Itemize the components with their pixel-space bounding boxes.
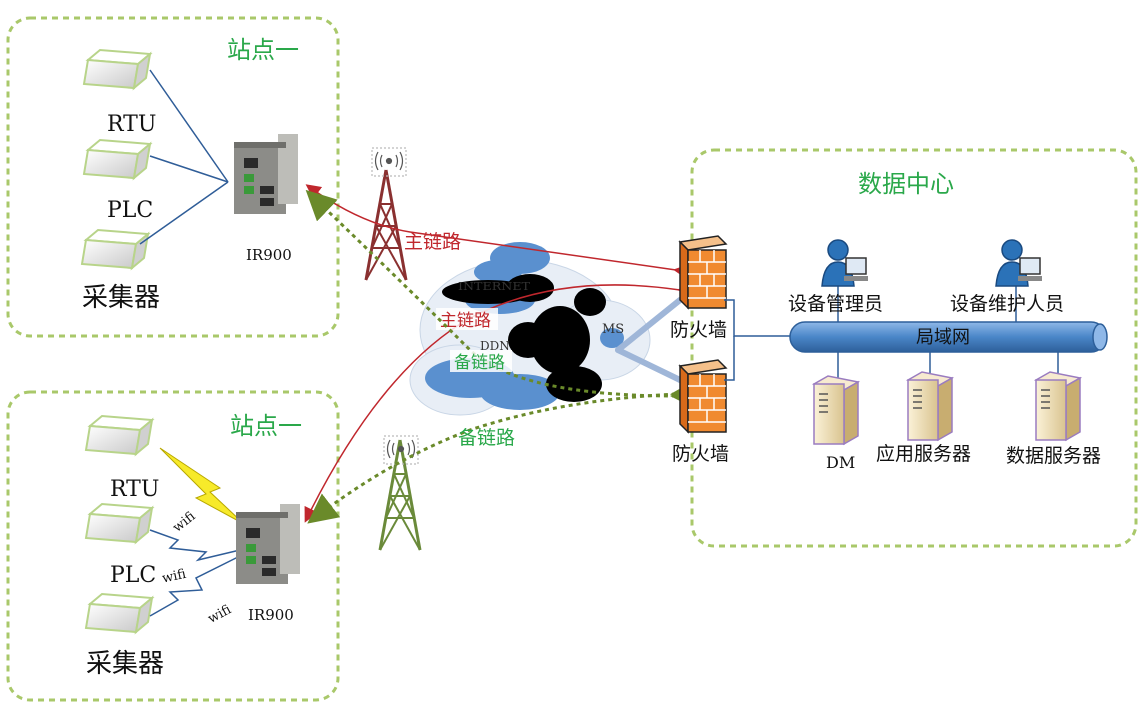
firewall-lan-wires — [724, 299, 792, 381]
firewall-bottom-label: 防火墙 — [672, 443, 729, 465]
site-top-collector-label: 采集器 — [82, 283, 160, 313]
cell-tower-primary-icon — [364, 168, 408, 282]
admin-user-icon — [821, 239, 869, 287]
app-server-icon — [907, 371, 953, 441]
site-top-rtu-label: RTU — [107, 112, 156, 137]
cloud-label-ms: MS — [602, 322, 624, 337]
cell-tower-backup-icon — [378, 438, 422, 552]
dm-server-icon — [813, 375, 859, 445]
app-server-label: 应用服务器 — [876, 443, 971, 465]
lan-drop-wires — [837, 282, 1059, 380]
firewall-bottom-icon — [679, 359, 727, 433]
wifi-signal-lines — [149, 529, 241, 617]
site-bottom-router-label: IR900 — [248, 606, 294, 624]
collector-device-icon — [85, 593, 153, 633]
site-top-plc-label: PLC — [107, 198, 153, 223]
backup-link-mid — [305, 189, 701, 412]
dm-server-label: DM — [826, 453, 855, 472]
maintainer-label: 设备维护人员 — [950, 293, 1064, 315]
wifi-label-2: wifi — [161, 567, 188, 587]
data-server-label: 数据服务器 — [1006, 445, 1101, 467]
collector-device-icon — [81, 229, 149, 269]
site-top-title: 站点一 — [227, 36, 299, 64]
site-top-wires — [139, 69, 229, 245]
wifi-label-3: wifi — [206, 602, 234, 627]
wireless-bolt-icon — [159, 447, 245, 525]
lan-bus: 局域网 — [789, 321, 1108, 353]
datacenter-border — [690, 148, 1138, 548]
backup-link-bottom — [307, 377, 701, 524]
firewall-top-label: 防火墙 — [670, 319, 727, 341]
cloud-label-internet: INTERNET — [458, 280, 531, 293]
firewall-top-icon — [679, 235, 727, 309]
site-top-router-label: IR900 — [246, 246, 292, 264]
site-bottom-router-icon — [236, 504, 300, 584]
maintainer-user-icon — [995, 239, 1043, 287]
antenna-top-icon — [371, 147, 407, 177]
wifi-label-1: wifi — [170, 509, 198, 536]
data-server-icon — [1035, 371, 1081, 441]
site-top-border — [6, 16, 340, 338]
backup-link-mid-label: 备链路 — [454, 353, 505, 373]
plc-device-icon — [83, 139, 151, 179]
primary-link-top-label: 主链路 — [404, 231, 461, 253]
site-top-router-icon — [234, 134, 298, 214]
backup-link-bottom-label: 备链路 — [458, 427, 515, 449]
site-bottom-border — [6, 390, 340, 702]
site-bottom-collector-label: 采集器 — [86, 649, 164, 679]
site-bottom-rtu-label: RTU — [110, 477, 159, 502]
lan-label: 局域网 — [916, 327, 970, 348]
rtu-device-icon — [83, 49, 151, 89]
site-bottom-plc-label: PLC — [110, 563, 156, 588]
plc-device-icon — [85, 503, 153, 543]
rtu-device-icon — [85, 415, 153, 455]
primary-link-mid-label: 主链路 — [440, 311, 491, 331]
site-bottom-title: 站点一 — [230, 412, 302, 440]
datacenter-title: 数据中心 — [858, 170, 954, 198]
admin-label: 设备管理员 — [788, 293, 883, 315]
